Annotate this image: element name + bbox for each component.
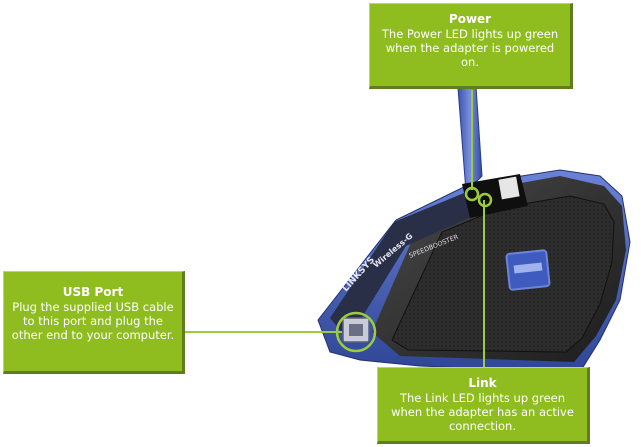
power-callout-body: The Power LED lights up green when the a… — [381, 27, 559, 69]
link-led-marker — [477, 192, 493, 208]
usb-callout-body: Plug the supplied USB cable to this port… — [11, 300, 175, 342]
logo-panel-white — [498, 176, 520, 200]
usb-callout-title: USB Port — [62, 285, 124, 299]
power-led-marker — [464, 186, 480, 202]
usb-callout: USB Port Plug the supplied USB cable to … — [3, 271, 185, 374]
brand-logo-inner — [513, 262, 543, 274]
power-callout: Power The Power LED lights up green when… — [369, 3, 573, 89]
link-callout-title: Link — [468, 376, 497, 390]
usb-port-inner — [349, 324, 363, 336]
front-label-strip — [330, 188, 482, 340]
usb-port-marker — [335, 311, 377, 353]
power-callout-title: Power — [448, 12, 492, 26]
link-callout-body: The Link LED lights up green when the ad… — [391, 391, 574, 433]
antenna — [457, 85, 483, 194]
link-callout: Link The Link LED lights up green when t… — [377, 367, 590, 444]
